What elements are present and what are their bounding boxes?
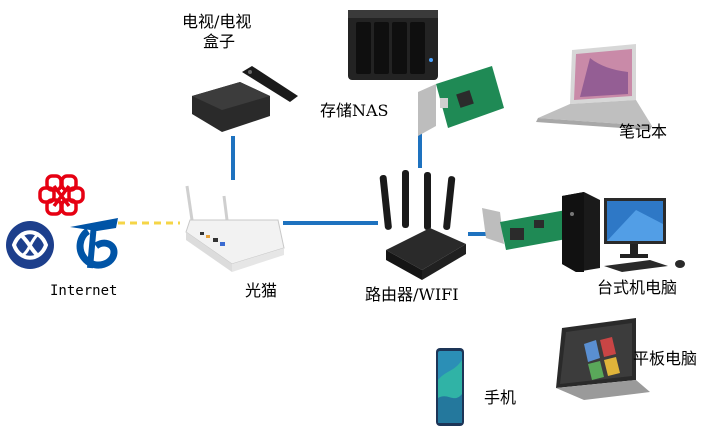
nas-icon [348,10,438,80]
network-card-icon [418,66,504,136]
network-card-icon [482,208,572,250]
tv-box-icon [192,66,298,132]
phone-label: 手机 [484,388,517,407]
laptop-icon [536,44,652,130]
china-unicom-logo [38,174,85,216]
laptop-label: 笔记本 [619,122,668,141]
desktop-label: 台式机电脑 [597,278,678,297]
china-telecom-logo [70,218,118,269]
tv-box-label-line2: 盒子 [203,32,236,51]
desktop-pc-icon [562,192,685,272]
modem-label: 光猫 [245,281,278,300]
internet-label: Internet [50,283,118,299]
router-label: 路由器/WIFI [365,285,459,304]
smartphone-icon [436,348,464,426]
isp-logos-icon [6,174,118,269]
tablet-label: 平板电脑 [633,349,698,368]
tv-box-label: 电视/电视 [182,12,252,31]
wifi-router-icon [379,170,466,280]
fiber-modem-icon [185,185,285,272]
nas-label: 存储NAS [320,101,389,120]
china-mobile-logo [6,221,54,269]
tablet-icon [556,318,650,400]
